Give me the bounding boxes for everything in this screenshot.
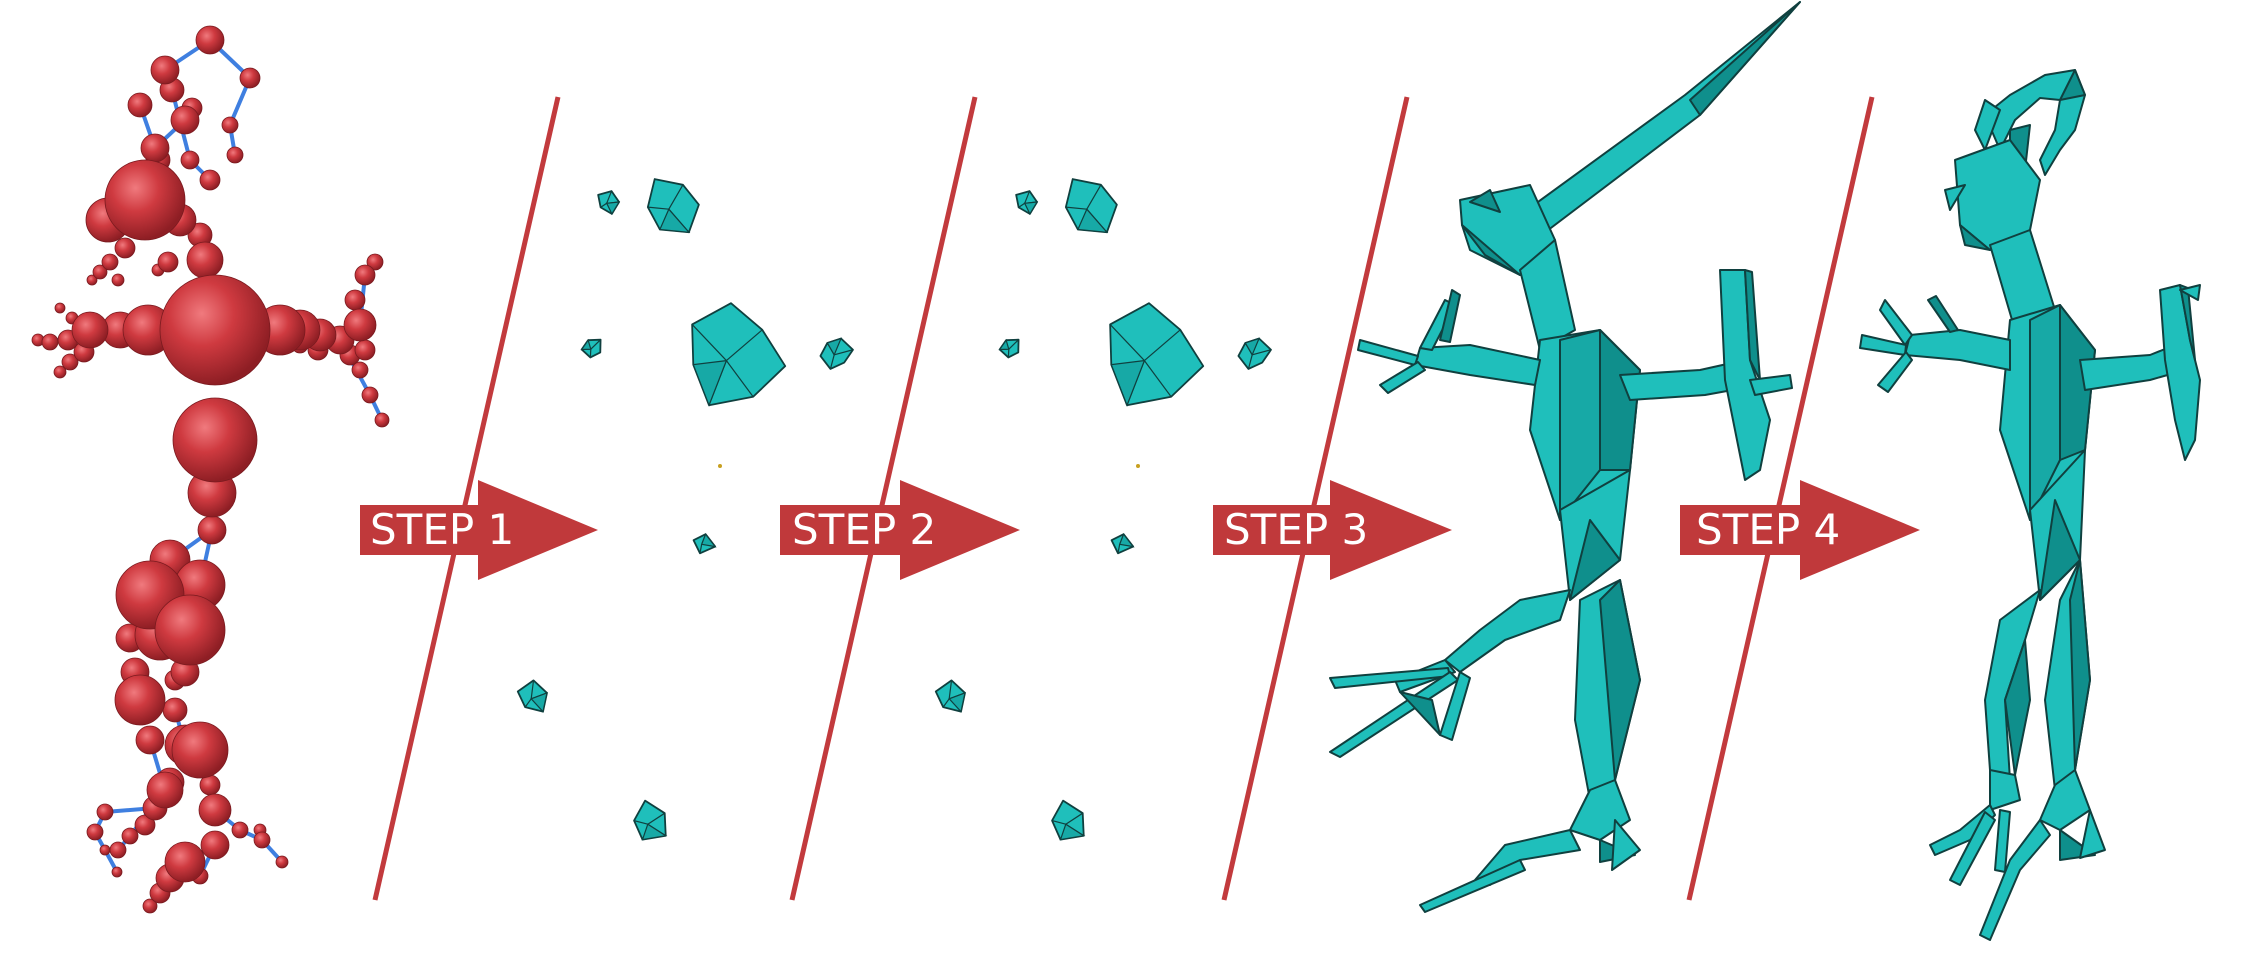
joint-sphere (172, 397, 258, 483)
joint-sphere (231, 821, 249, 839)
joint-sphere (146, 771, 184, 809)
joint-sphere (111, 866, 123, 878)
divider-line-4 (1686, 96, 1875, 901)
joint-sphere (121, 827, 139, 845)
mesh-fragment (1109, 302, 1205, 407)
step-arrow-2: STEP 2 (780, 480, 1020, 580)
mesh-fragment (934, 679, 966, 713)
sphere-skeleton-icon (31, 25, 390, 914)
joint-sphere (239, 67, 261, 89)
joint-sphere (170, 105, 200, 135)
joint-sphere (61, 353, 79, 371)
step-arrow-3: STEP 3 (1213, 480, 1452, 580)
arrow-shape-4 (1680, 480, 1920, 580)
step-label-4: STEP 4 (1696, 505, 1840, 554)
joint-sphere (99, 844, 111, 856)
joint-sphere (171, 721, 229, 779)
mesh-fragment (1051, 799, 1086, 841)
joint-sphere (162, 697, 188, 723)
arrow-shape-1 (360, 480, 598, 580)
joint-sphere (198, 793, 232, 827)
joint-sphere (200, 830, 230, 860)
step-label-3: STEP 3 (1224, 505, 1368, 554)
joint-sphere (114, 674, 166, 726)
center-point (1136, 464, 1140, 468)
joint-sphere (111, 273, 125, 287)
joint-sphere (135, 725, 165, 755)
joint-sphere (41, 333, 59, 351)
mesh-fragment (692, 532, 717, 555)
joint-sphere (180, 150, 200, 170)
joint-sphere (71, 311, 109, 349)
mesh-fragment (516, 679, 548, 713)
joint-sphere (354, 339, 376, 361)
joint-sphere (150, 55, 180, 85)
divider-line-3 (1221, 96, 1410, 901)
joint-sphere (275, 855, 289, 869)
arrow-shape-2 (780, 480, 1020, 580)
divider-line-1 (372, 96, 561, 901)
joint-sphere (159, 274, 271, 386)
polygon-mesh-step4 (1859, 69, 2201, 941)
joint-sphere (101, 253, 119, 271)
mesh-fragment (580, 338, 602, 359)
joint-sphere (343, 308, 377, 342)
divider-line-2 (789, 96, 978, 901)
joint-sphere (142, 898, 158, 914)
joint-sphere (92, 264, 108, 280)
joint-sphere (221, 116, 239, 134)
mesh-fragment (597, 190, 621, 216)
joint-sphere (109, 841, 127, 859)
step-arrow-1: STEP 1 (360, 480, 598, 580)
center-point (718, 464, 722, 468)
joint-sphere (86, 823, 104, 841)
joint-sphere (53, 365, 67, 379)
joint-sphere (197, 515, 227, 545)
joint-sphere (140, 133, 170, 163)
mesh-fragments-step1 (516, 178, 854, 841)
joint-sphere (86, 274, 98, 286)
joint-sphere (96, 803, 114, 821)
step-label-1: STEP 1 (370, 505, 514, 554)
joint-sphere (366, 253, 384, 271)
joint-sphere (351, 361, 369, 379)
step-arrow-4: STEP 4 (1680, 480, 1920, 580)
step-label-2: STEP 2 (792, 505, 936, 554)
joint-sphere (195, 25, 225, 55)
mesh-fragment (691, 302, 787, 407)
mesh-fragment (1110, 532, 1135, 555)
step-arrows: STEP 1 STEP 2 STEP 3 STEP 4 (360, 480, 1920, 580)
joint-sphere (157, 251, 179, 273)
joint-sphere (104, 159, 186, 241)
mesh-fragments-step2 (934, 178, 1272, 841)
joint-sphere (253, 831, 271, 849)
mesh-fragment (1237, 337, 1272, 370)
joint-sphere (361, 386, 379, 404)
arrow-shape-3 (1213, 480, 1452, 580)
joint-sphere (374, 412, 390, 428)
joint-sphere (354, 264, 376, 286)
joint-sphere (127, 92, 153, 118)
mesh-fragment (1015, 190, 1039, 216)
joint-sphere (164, 841, 206, 883)
joint-sphere (54, 302, 66, 314)
mesh-fragment (1064, 178, 1118, 234)
joint-sphere (186, 241, 224, 279)
joint-sphere (344, 289, 366, 311)
mesh-fragment (998, 338, 1020, 359)
mesh-fragment (633, 799, 668, 841)
joint-sphere (154, 594, 226, 666)
joint-sphere (226, 146, 244, 164)
polygon-mesh-step3 (1329, 1, 1801, 913)
joint-sphere (199, 169, 221, 191)
joint-sphere (114, 237, 136, 259)
mesh-fragment (819, 337, 854, 370)
mesh-fragment (646, 178, 700, 234)
divider-lines (372, 96, 1875, 901)
